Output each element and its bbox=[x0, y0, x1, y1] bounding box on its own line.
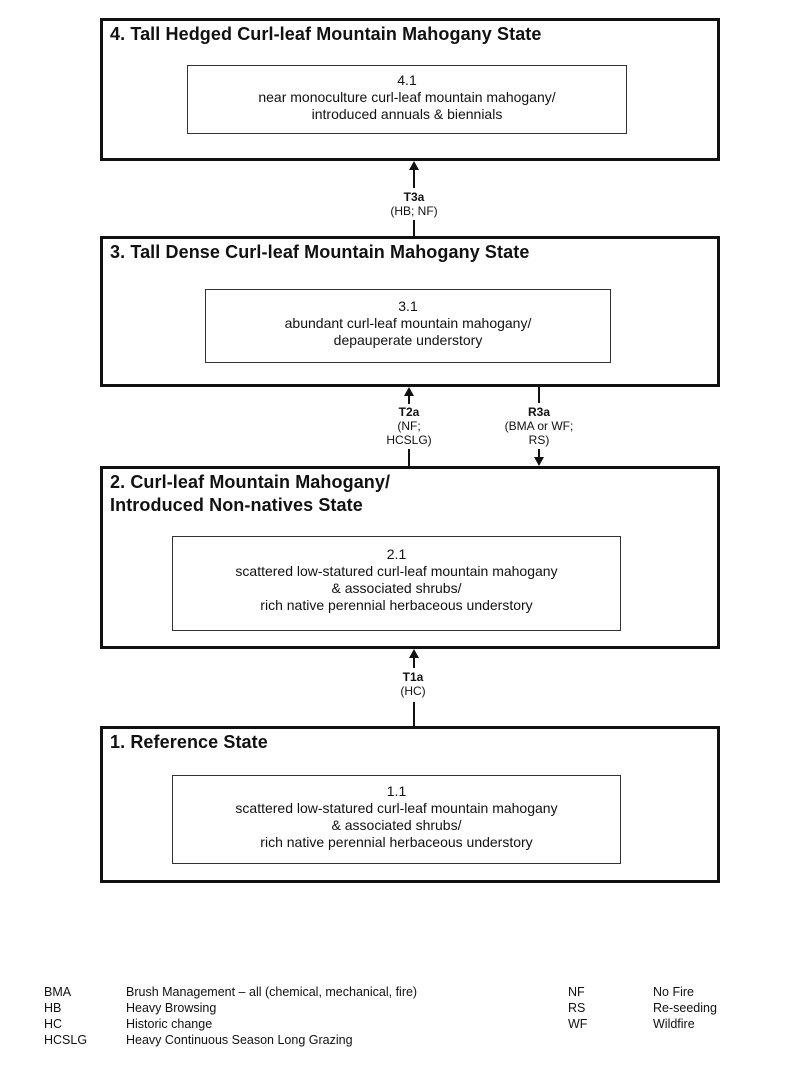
t3a-label: T3a (HB; NF) bbox=[364, 190, 464, 218]
legend-desc: Heavy Browsing bbox=[126, 1001, 217, 1015]
t2a-line-top bbox=[408, 394, 410, 404]
t2a-label: T2a (NF; HCSLG) bbox=[364, 405, 454, 447]
r3a-cause-line-2: RS) bbox=[528, 433, 550, 447]
r3a-line-bottom bbox=[538, 449, 540, 457]
t1a-line-top bbox=[413, 656, 415, 668]
phase-3-1-box: 3.1 abundant curl-leaf mountain mahogany… bbox=[205, 289, 611, 363]
phase-2-1-id: 2.1 bbox=[386, 546, 407, 562]
t3a-cause: (HB; NF) bbox=[390, 204, 438, 218]
phase-3-1-line-1: abundant curl-leaf mountain mahogany/ bbox=[284, 315, 532, 331]
phase-4-1-id: 4.1 bbox=[397, 72, 417, 88]
legend-row-hb: HB Heavy Browsing bbox=[44, 1000, 524, 1016]
phase-3-1-id: 3.1 bbox=[398, 298, 418, 314]
legend-abbr: HB bbox=[44, 1001, 62, 1015]
t3a-line-bottom bbox=[413, 220, 415, 236]
phase-1-1-line-1: scattered low-statured curl-leaf mountai… bbox=[235, 800, 558, 816]
legend-desc: Heavy Continuous Season Long Grazing bbox=[126, 1033, 353, 1047]
r3a-cause-line-1: (BMA or WF; bbox=[504, 419, 574, 433]
t3a-id: T3a bbox=[403, 190, 425, 204]
state-4-box: 4. Tall Hedged Curl-leaf Mountain Mahoga… bbox=[100, 18, 720, 161]
legend-abbr: BMA bbox=[44, 985, 72, 999]
t2a-cause-line-1: (NF; bbox=[397, 419, 421, 433]
phase-1-1-line-2: & associated shrubs/ bbox=[331, 817, 462, 833]
r3a-arrowhead bbox=[534, 457, 544, 466]
t2a-arrowhead bbox=[404, 387, 414, 396]
t1a-label: T1a (HC) bbox=[368, 670, 458, 698]
state-3-title: 3. Tall Dense Curl-leaf Mountain Mahogan… bbox=[110, 242, 530, 262]
state-1-title: 1. Reference State bbox=[110, 732, 268, 752]
state-2-title: 2. Curl-leaf Mountain Mahogany/ Introduc… bbox=[110, 472, 391, 515]
legend-desc: Historic change bbox=[126, 1017, 213, 1031]
t2a-cause-line-2: HCSLG) bbox=[386, 433, 432, 447]
r3a-id: R3a bbox=[527, 405, 550, 419]
t3a-line-top bbox=[413, 168, 415, 188]
legend-abbr: HCSLG bbox=[44, 1033, 88, 1047]
state-4-title: 4. Tall Hedged Curl-leaf Mountain Mahoga… bbox=[110, 24, 542, 44]
legend-row-hcslg: HCSLG Heavy Continuous Season Long Grazi… bbox=[44, 1032, 524, 1048]
state-2-box: 2. Curl-leaf Mountain Mahogany/ Introduc… bbox=[100, 466, 720, 649]
phase-2-1-box: 2.1 scattered low-statured curl-leaf mou… bbox=[172, 536, 621, 631]
phase-4-1-box: 4.1 near monoculture curl-leaf mountain … bbox=[187, 65, 627, 134]
legend-row-rs: RS Re-seeding bbox=[568, 1000, 768, 1016]
legend-desc: Re-seeding bbox=[653, 1001, 717, 1015]
state-3-box: 3. Tall Dense Curl-leaf Mountain Mahogan… bbox=[100, 236, 720, 387]
phase-4-1-line-1: near monoculture curl-leaf mountain maho… bbox=[258, 89, 556, 105]
legend-row-bma: BMA Brush Management – all (chemical, me… bbox=[44, 984, 524, 1000]
legend-abbr: RS bbox=[568, 1001, 586, 1015]
legend-desc: Brush Management – all (chemical, mechan… bbox=[126, 985, 418, 999]
phase-2-1-line-3: rich native perennial herbaceous underst… bbox=[260, 597, 533, 613]
state-1-box: 1. Reference State 1.1 scattered low-sta… bbox=[100, 726, 720, 883]
t3a-arrowhead bbox=[409, 161, 419, 170]
t2a-line-bottom bbox=[408, 449, 410, 466]
phase-4-1-line-2: introduced annuals & biennials bbox=[311, 106, 503, 122]
t2a-id: T2a bbox=[398, 405, 420, 419]
t1a-line-bottom bbox=[413, 702, 415, 726]
r3a-label: R3a (BMA or WF; RS) bbox=[484, 405, 594, 447]
phase-1-1-box: 1.1 scattered low-statured curl-leaf mou… bbox=[172, 775, 621, 864]
legend-row-wf: WF Wildfire bbox=[568, 1016, 768, 1032]
legend-right: NF No Fire RS Re-seeding WF Wildfire bbox=[568, 984, 768, 1032]
legend-abbr: WF bbox=[568, 1017, 588, 1031]
phase-1-1-line-3: rich native perennial herbaceous underst… bbox=[260, 834, 533, 850]
legend-row-hc: HC Historic change bbox=[44, 1016, 524, 1032]
t1a-arrowhead bbox=[409, 649, 419, 658]
legend-row-nf: NF No Fire bbox=[568, 984, 768, 1000]
legend-abbr: NF bbox=[568, 985, 585, 999]
legend-left: BMA Brush Management – all (chemical, me… bbox=[44, 984, 524, 1048]
phase-3-1-line-2: depauperate understory bbox=[333, 332, 483, 348]
t1a-id: T1a bbox=[402, 670, 424, 684]
legend-desc: No Fire bbox=[653, 985, 694, 999]
legend-abbr: HC bbox=[44, 1017, 63, 1031]
legend-desc: Wildfire bbox=[653, 1017, 695, 1031]
phase-2-1-line-1: scattered low-statured curl-leaf mountai… bbox=[235, 563, 558, 579]
t1a-cause: (HC) bbox=[400, 684, 426, 698]
r3a-line-top bbox=[538, 387, 540, 403]
phase-1-1-id: 1.1 bbox=[386, 783, 407, 799]
phase-2-1-line-2: & associated shrubs/ bbox=[331, 580, 462, 596]
